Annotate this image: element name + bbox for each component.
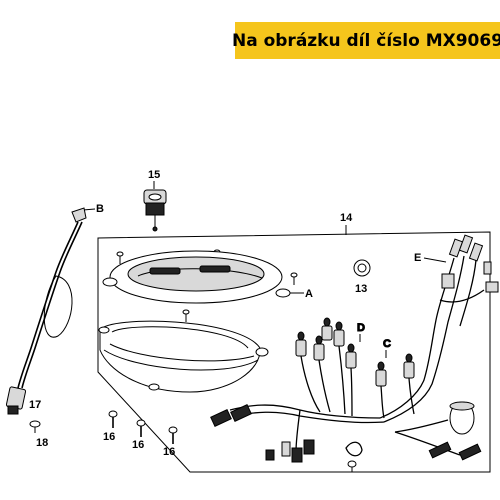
screw-18-part: 18 [29, 420, 48, 449]
ignition-switch-part: 15 [143, 169, 167, 232]
meter-cover-part: A [102, 250, 313, 304]
grommet-part: 13 [353, 259, 371, 295]
label-16-c: 16 [163, 446, 175, 458]
screw-16-a-part: 16 [103, 410, 118, 443]
label-c: C [383, 338, 391, 350]
assembly-outline [97, 231, 491, 473]
label-18: 18 [36, 437, 48, 449]
label-14: 14 [340, 212, 353, 224]
label-a: A [305, 288, 313, 300]
screw-16-c-part: 16 [163, 426, 178, 458]
label-d: D [357, 322, 365, 334]
meter-housing-part [98, 320, 269, 393]
wire-harness-part: E [210, 234, 499, 472]
label-13: 13 [355, 283, 367, 295]
label-17: 17 [29, 399, 41, 411]
label-15: 15 [148, 169, 160, 181]
label-16-a: 16 [103, 431, 115, 443]
screw-16-b-part: 16 [132, 419, 146, 451]
label-16-b: 16 [132, 439, 144, 451]
speedometer-cable-part: B 17 [5, 203, 104, 415]
bulb-sockets-d: D [295, 317, 366, 417]
part-number-banner: Na obrázku díl číslo MX9069 [232, 22, 500, 59]
bulb-sockets-c: C [375, 338, 415, 419]
label-e: E [414, 252, 421, 264]
label-b: B [96, 203, 104, 215]
